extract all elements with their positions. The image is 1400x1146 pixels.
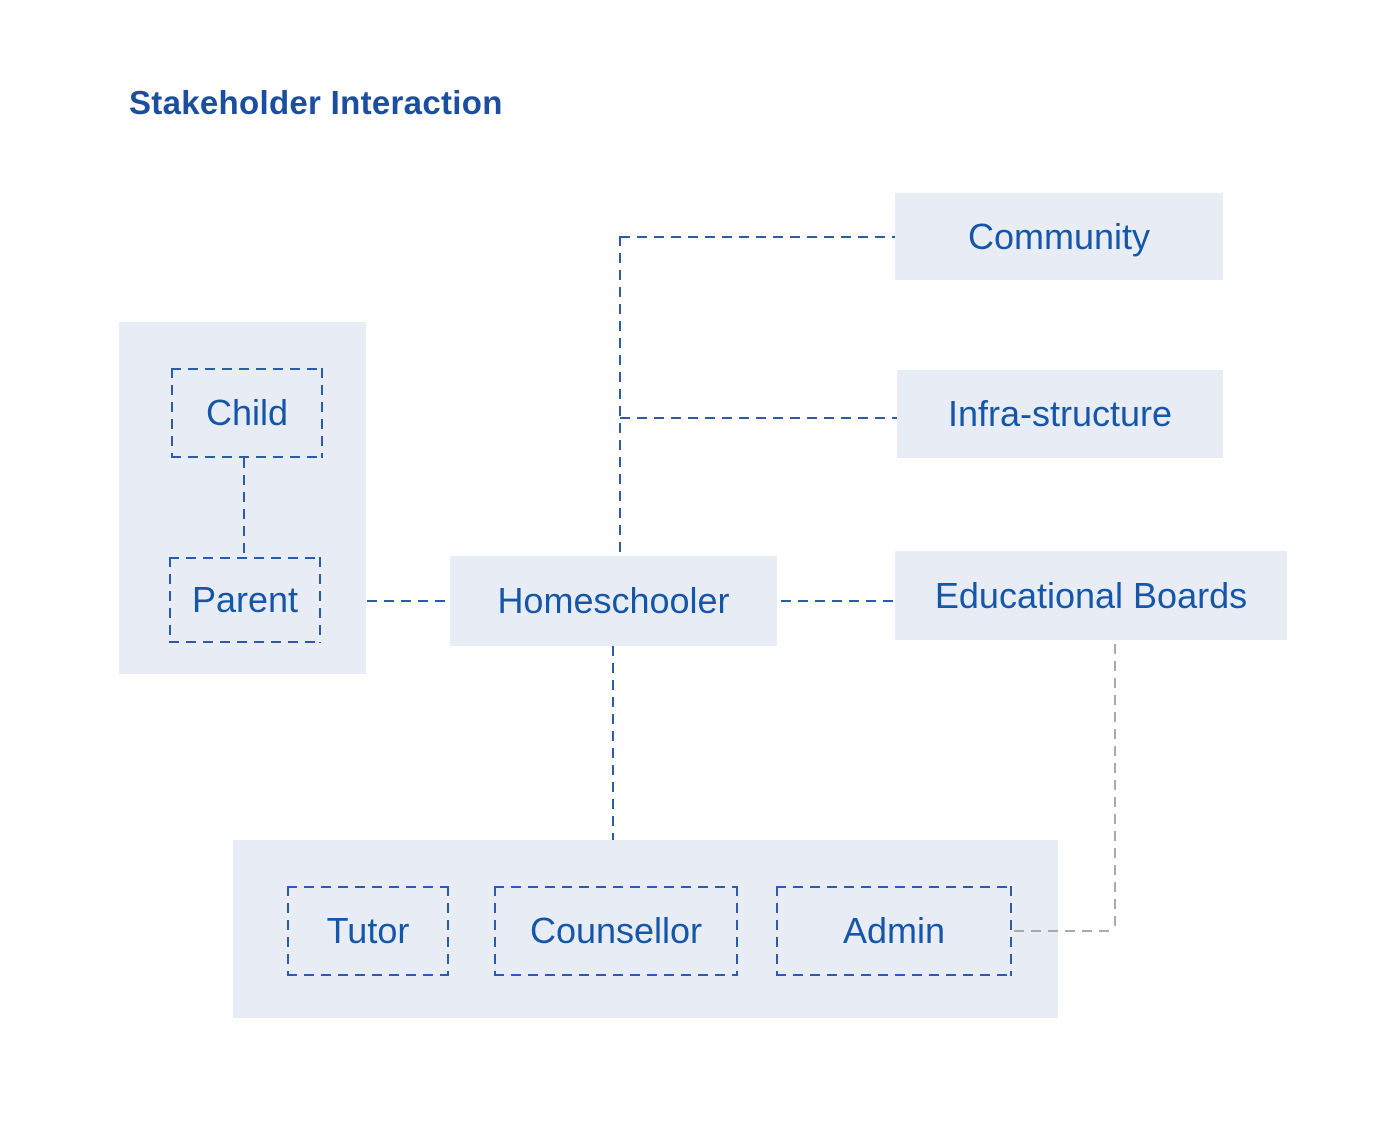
edge-homeschooler-staff-group	[612, 646, 614, 840]
edge-homeschooler-junction	[619, 236, 621, 556]
edge-homeschooler-educational-boards	[781, 600, 893, 602]
node-tutor-label: Tutor	[326, 910, 410, 951]
node-admin-label: Admin	[842, 910, 946, 951]
node-child: Child	[171, 368, 323, 458]
node-infrastructure-label: Infra-structure	[947, 393, 1173, 434]
node-homeschooler-label: Homeschooler	[497, 580, 730, 621]
edge-down-admin	[1014, 930, 1116, 932]
node-admin: Admin	[776, 886, 1012, 976]
edge-educational-boards-down	[1114, 644, 1116, 932]
node-counsellor: Counsellor	[494, 886, 738, 976]
node-community: Community	[895, 193, 1223, 280]
node-infrastructure: Infra-structure	[897, 370, 1223, 458]
edge-parent-homeschooler	[367, 600, 450, 602]
edge-child-parent	[243, 458, 245, 557]
node-educational-boards-label: Educational Boards	[934, 574, 1248, 616]
node-tutor: Tutor	[287, 886, 449, 976]
node-counsellor-label: Counsellor	[529, 910, 703, 951]
node-child-label: Child	[205, 392, 289, 433]
node-community-label: Community	[967, 215, 1151, 257]
node-educational-boards: Educational Boards	[895, 551, 1287, 640]
node-parent-label: Parent	[191, 579, 299, 620]
edge-junction-community	[620, 236, 895, 238]
page-title: Stakeholder Interaction	[129, 84, 503, 121]
node-homeschooler: Homeschooler	[450, 556, 777, 646]
node-parent: Parent	[169, 557, 321, 643]
edge-junction-infrastructure	[620, 417, 897, 419]
